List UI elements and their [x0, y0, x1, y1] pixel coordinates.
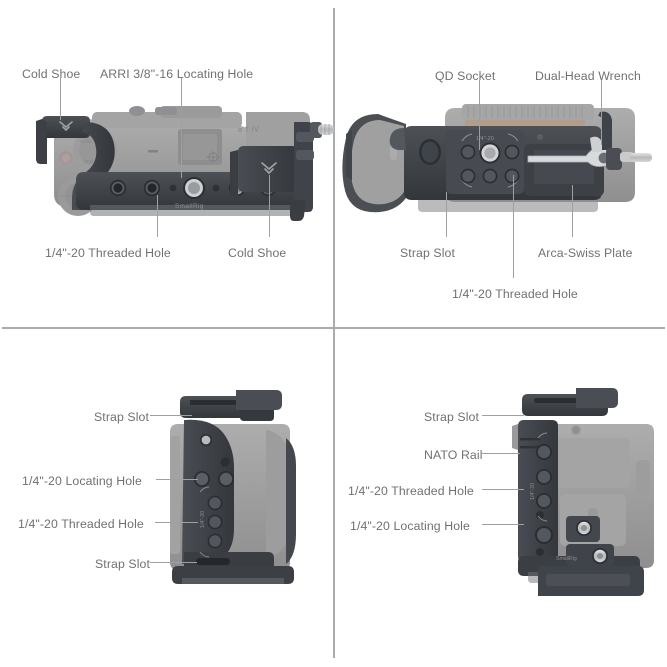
leader-line: [601, 80, 602, 145]
leader-line: [482, 415, 524, 416]
q1-cage: SmallRig: [36, 116, 314, 221]
q2-artwork: 1/4"-20: [342, 104, 652, 213]
callout-label: Strap Slot: [400, 246, 455, 260]
leader-line: [156, 479, 198, 480]
callout-label: 1/4"-20 Threaded Hole: [45, 246, 171, 260]
leader-line: [572, 185, 573, 237]
leader-line: [150, 415, 192, 416]
callout-label: 1/4"-20 Locating Hole: [350, 519, 470, 533]
leader-line: [155, 522, 198, 523]
leader-line: [150, 562, 197, 563]
q3-artwork: 1/4"-20: [170, 390, 296, 584]
leader-line: [60, 78, 61, 120]
callout-label: QD Socket: [435, 69, 496, 83]
callout-label: Cold Shoe: [22, 67, 81, 81]
svg-text:AUTO: AUTO: [80, 139, 92, 144]
horizontal-divider: [2, 327, 665, 329]
callout-label: 1/4"-20 Threaded Hole: [348, 484, 474, 498]
callout-label: Strap Slot: [94, 410, 149, 424]
leader-line: [482, 489, 524, 490]
brand-engraving-q1: SmallRig: [175, 203, 204, 210]
vertical-divider: [333, 8, 335, 658]
callout-label: Arca-Swiss Plate: [538, 246, 633, 260]
svg-text:SCN: SCN: [84, 159, 93, 164]
callout-label: Cold Shoe: [228, 246, 287, 260]
leader-line: [181, 78, 182, 178]
callout-label: 1/4"-20 Threaded Hole: [18, 517, 144, 531]
leader-line: [482, 524, 524, 525]
leader-line: [157, 195, 158, 237]
engraving-quarter-twenty-q4: 1/4"-20: [530, 483, 536, 500]
callout-label: 1/4"-20 Threaded Hole: [452, 287, 578, 301]
engraving-quarter-twenty-q2: 1/4"-20: [476, 136, 494, 142]
callout-label: ARRI 3/8"-16 Locating Hole: [100, 67, 254, 81]
svg-text:α 7 IV: α 7 IV: [238, 126, 260, 134]
leader-line: [446, 192, 447, 237]
callout-label: 1/4"-20 Locating Hole: [22, 474, 142, 488]
leader-line: [479, 80, 480, 150]
leader-line: [513, 175, 514, 278]
engraving-quarter-twenty-q3: 1/4"-20: [200, 511, 206, 528]
q4-artwork: 1/4"-20 SmallRig: [512, 388, 654, 596]
callout-label: Strap Slot: [95, 557, 150, 571]
brand-engraving-q4: SmallRig: [556, 556, 577, 562]
callout-label: Dual-Head Wrench: [535, 69, 641, 83]
callout-label: Strap Slot: [424, 410, 479, 424]
callout-label: NATO Rail: [424, 448, 483, 462]
leader-line: [269, 175, 270, 237]
q1-thumb-screw: [310, 122, 334, 138]
leader-line: [482, 453, 520, 454]
